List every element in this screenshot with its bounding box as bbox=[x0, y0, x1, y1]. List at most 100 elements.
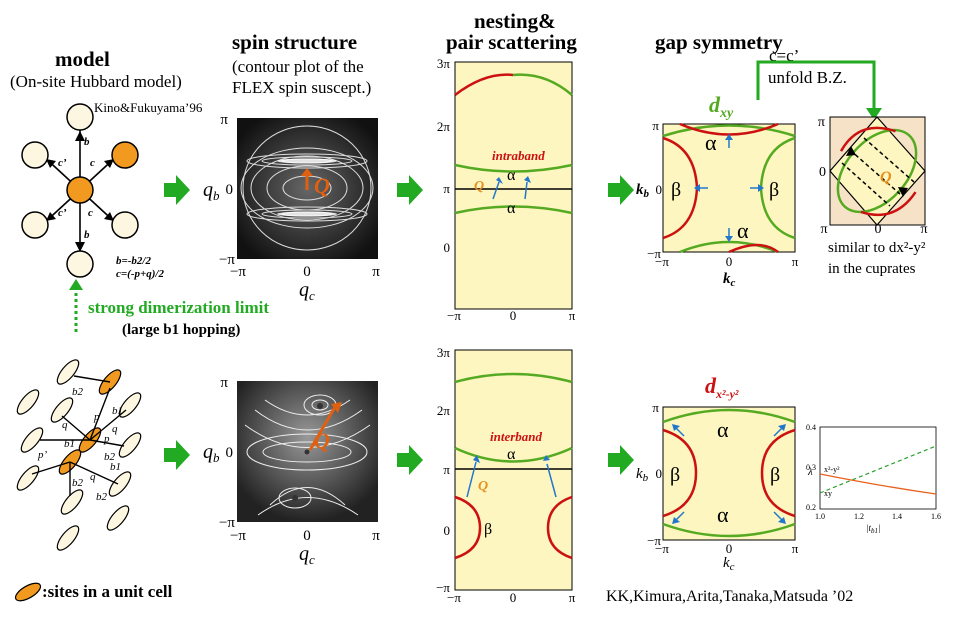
interband-label: interband bbox=[490, 429, 543, 444]
axis-tick: 1.4 bbox=[892, 512, 902, 521]
hop-label: c’ bbox=[58, 157, 67, 169]
flow-arrow-icon bbox=[608, 445, 634, 475]
spin-Q-label: Q bbox=[314, 173, 330, 198]
nesting-header: nesting& bbox=[474, 9, 556, 33]
axis-tick: −π bbox=[655, 541, 669, 556]
dimer-hop-label: p bbox=[93, 411, 100, 423]
flow-arrow-icon bbox=[397, 175, 423, 205]
axis-tick: −π bbox=[219, 252, 235, 268]
axis-tick: 2π bbox=[437, 403, 451, 418]
axis-tick: −π bbox=[655, 254, 669, 269]
unitcell-legend-icon bbox=[14, 582, 42, 602]
lattice-site bbox=[21, 141, 49, 169]
dimer-hop-label: p bbox=[103, 433, 110, 445]
axis-tick: 1.0 bbox=[815, 512, 825, 521]
axis-tick: 0.2 bbox=[806, 503, 816, 512]
axis-label-kc: kc bbox=[723, 555, 735, 573]
lambda-xlabel: |tb1| bbox=[866, 523, 880, 535]
lattice-site bbox=[21, 211, 49, 239]
axis-tick: π bbox=[372, 264, 380, 280]
gap-beta: β bbox=[770, 464, 780, 486]
axis-tick: 0 bbox=[656, 466, 663, 481]
axis-tick: −π bbox=[647, 533, 661, 548]
dimer-hop-label: b2 bbox=[104, 451, 116, 463]
spin-structure-header: spin structure bbox=[232, 30, 358, 54]
gap-title-dx2y2: dx²-y² bbox=[705, 373, 739, 401]
axis-tick: 0.4 bbox=[806, 423, 816, 432]
axis-label-qc: qc bbox=[299, 543, 315, 567]
lattice-site-unitcell bbox=[111, 141, 139, 169]
lattice-site-unitcell bbox=[66, 176, 94, 204]
axis-tick: 1.2 bbox=[854, 512, 864, 521]
gap-beta: β bbox=[670, 464, 680, 486]
dimerization-sub-label: (large b1 hopping) bbox=[122, 322, 241, 338]
axis-tick: π bbox=[792, 254, 799, 269]
axis-tick: −π bbox=[647, 246, 661, 261]
similar-text-line2: in the cuprates bbox=[828, 261, 916, 277]
hop-label: c bbox=[88, 207, 93, 219]
gap-alpha: α bbox=[737, 218, 749, 243]
series-label-xy: xy bbox=[824, 489, 832, 498]
axis-tick: 1.6 bbox=[931, 512, 941, 521]
nest-Q-label: Q bbox=[478, 479, 488, 494]
gap-beta: β bbox=[769, 179, 779, 201]
axis-tick: 3π bbox=[437, 56, 451, 71]
alpha-label: α bbox=[507, 167, 516, 184]
dimerization-limit-label: strong dimerization limit bbox=[88, 298, 269, 317]
beta-label: β bbox=[484, 521, 492, 538]
gap-alpha: α bbox=[717, 502, 729, 527]
c-equals-label: c=c’ bbox=[769, 46, 800, 65]
axis-tick: π bbox=[920, 222, 927, 237]
b-equation: b=-b2/2 bbox=[116, 255, 151, 267]
axis-label-qb: qb bbox=[203, 179, 220, 203]
axis-tick: π bbox=[818, 115, 825, 130]
axis-label-kb: kb bbox=[636, 466, 649, 484]
hop-label: c bbox=[90, 157, 95, 169]
dimer-hop-label: b2 bbox=[72, 386, 84, 398]
kk-reference: KK,Kimura,Arita,Tanaka,Matsuda ’02 bbox=[606, 588, 854, 605]
dimer-hop-label: q bbox=[62, 419, 68, 431]
alpha-label: α bbox=[507, 446, 516, 463]
axis-tick: −π bbox=[447, 590, 461, 605]
lattice-site bbox=[66, 103, 94, 131]
axis-label-kb: kb bbox=[636, 182, 650, 200]
series-label-x2y2: x²-y² bbox=[824, 465, 840, 474]
axis-label-kc: kc bbox=[723, 271, 736, 289]
axis-tick: π bbox=[652, 400, 659, 415]
dimer-hop-label: p’ bbox=[37, 449, 48, 461]
similar-text-line1: similar to dx²-y² bbox=[828, 240, 926, 256]
flow-arrow-icon bbox=[164, 175, 190, 205]
unitcell-legend-label: :sites in a unit cell bbox=[42, 582, 173, 601]
spin-subheader-line1: (contour plot of the bbox=[232, 57, 364, 76]
gap-alpha: α bbox=[705, 130, 717, 155]
gap-title-dxy: dxy bbox=[709, 92, 734, 121]
axis-tick: π bbox=[443, 181, 450, 196]
axis-tick: π bbox=[569, 308, 576, 323]
axis-tick: −π bbox=[447, 308, 461, 323]
kino-reference: Kino&Fukuyama’96 bbox=[94, 100, 203, 115]
hop-label: b bbox=[84, 136, 90, 148]
gap-symmetry-header: gap symmetry bbox=[655, 30, 783, 54]
dimer-hop-label: b1 bbox=[64, 438, 75, 450]
axis-tick: 0 bbox=[875, 222, 882, 237]
axis-tick: 0 bbox=[444, 523, 451, 538]
c-equation: c=(-p+q)/2 bbox=[116, 268, 164, 280]
nest-Q-label: Q bbox=[474, 179, 484, 194]
alpha-label: α bbox=[507, 200, 516, 217]
axis-tick: π bbox=[372, 528, 380, 544]
unfold-Q-label: Q bbox=[880, 169, 892, 186]
axis-tick: 0 bbox=[226, 445, 234, 461]
axis-tick: 0 bbox=[303, 528, 311, 544]
axis-tick: 0 bbox=[819, 165, 826, 180]
dimer-hop-label: b1 bbox=[110, 461, 121, 473]
axis-tick: 0 bbox=[510, 590, 517, 605]
intraband-label: intraband bbox=[492, 148, 545, 163]
series-line-x2y2 bbox=[819, 473, 937, 495]
